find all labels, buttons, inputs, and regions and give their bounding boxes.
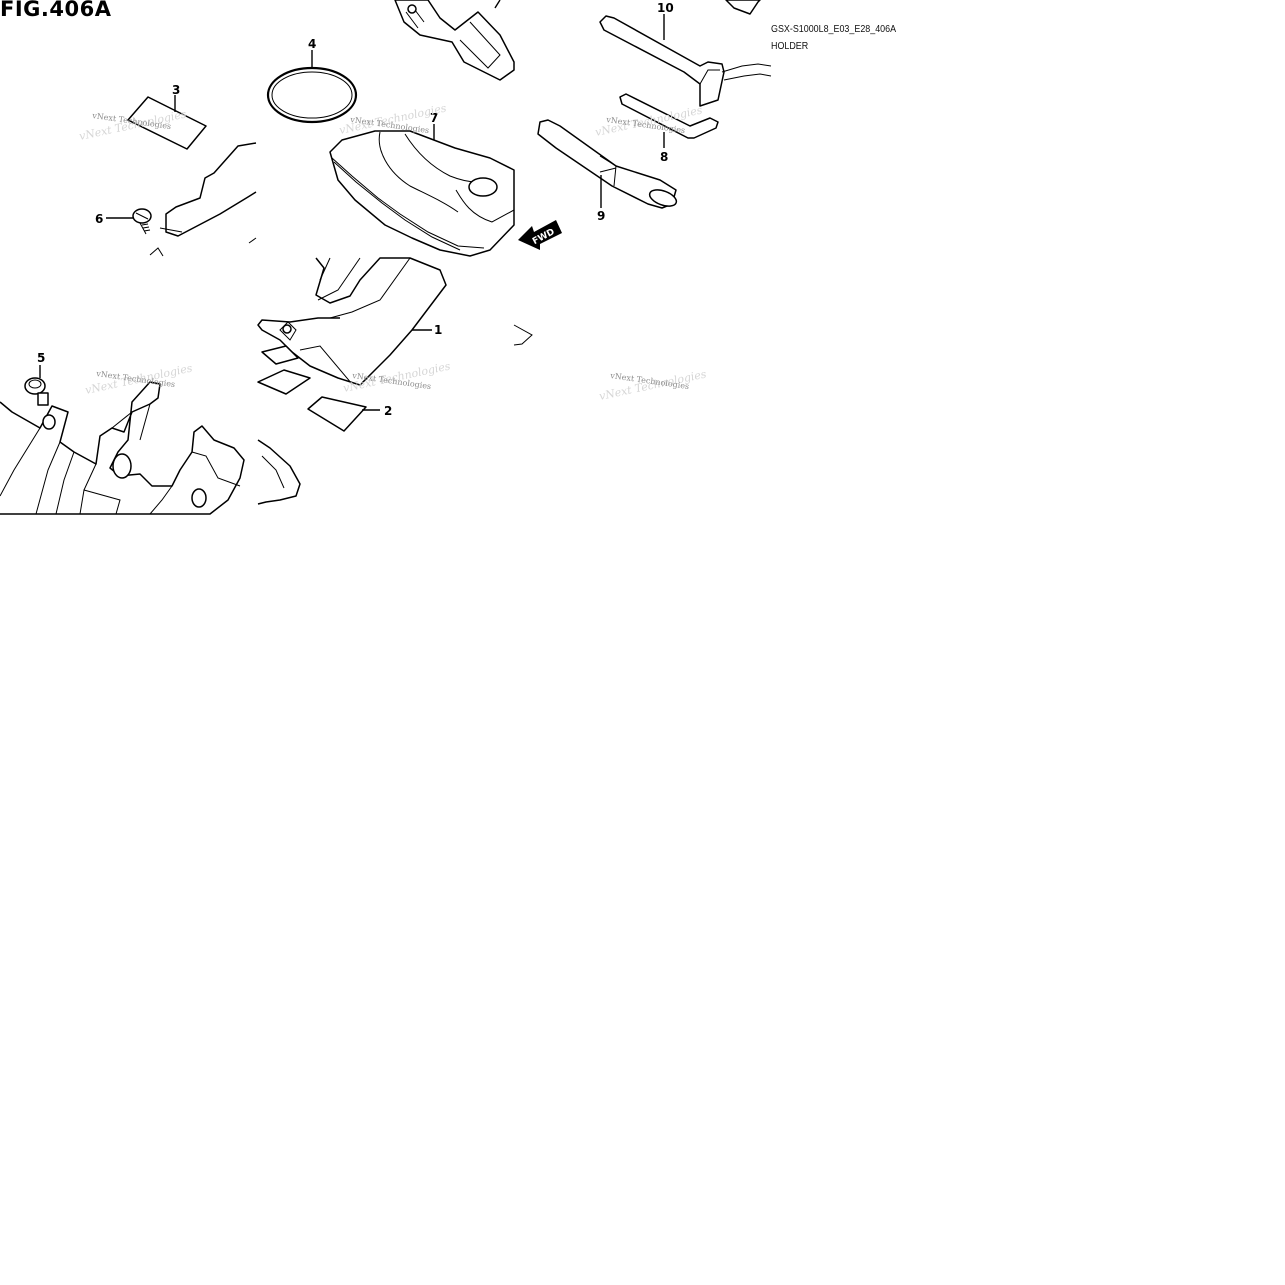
callout-10: 10 — [657, 1, 674, 15]
rear-frame-fragment — [0, 381, 245, 515]
callout-1: 1 — [434, 323, 442, 337]
callout-labels: 1 2 3 4 5 6 7 8 9 10 — [37, 1, 674, 418]
part-3-label — [127, 95, 207, 150]
part-8-hex-wrench — [619, 93, 719, 148]
part-10-tool — [599, 0, 772, 107]
part-7-tray — [329, 124, 515, 257]
fwd-arrow: FWD — [518, 220, 562, 250]
part-4-ring — [266, 50, 358, 124]
figure-title: FIG.406A — [0, 0, 112, 21]
part-1-holder — [257, 257, 533, 395]
figure-code: GSX-S1000L8_E03_E28_406A — [771, 23, 897, 35]
callout-6: 6 — [95, 212, 103, 226]
part-9-tool-bag — [537, 119, 678, 209]
callout-2: 2 — [384, 404, 392, 418]
part-5-bolt — [24, 365, 49, 406]
callout-5: 5 — [37, 351, 45, 365]
callout-8: 8 — [660, 150, 668, 164]
part-6-screw — [106, 208, 152, 235]
left-panel-fragment — [149, 142, 257, 257]
callout-9: 9 — [597, 209, 605, 223]
callout-7: 7 — [430, 111, 438, 125]
top-bracket-fragment — [394, 0, 515, 81]
callout-4: 4 — [308, 37, 316, 51]
fender-fragment — [257, 439, 301, 505]
callout-3: 3 — [172, 83, 180, 97]
part-2-label — [307, 396, 380, 432]
figure-name: HOLDER — [771, 40, 809, 52]
